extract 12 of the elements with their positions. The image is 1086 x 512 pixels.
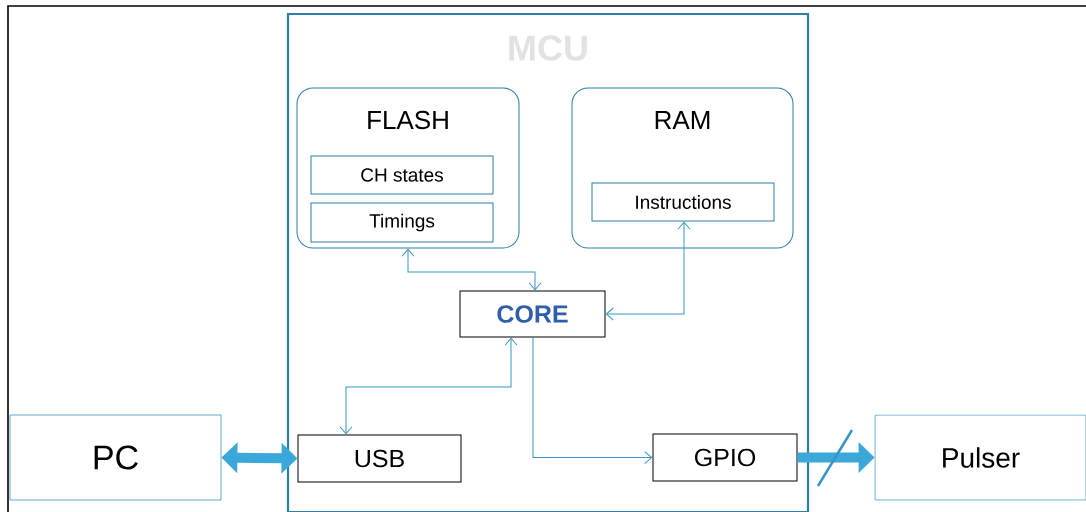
arrow (339, 337, 518, 435)
arrow (401, 248, 542, 291)
interface-box: GPIO (652, 433, 798, 482)
device-box: PC (9, 414, 222, 501)
field-box: Instructions (591, 182, 775, 222)
arrow (532, 337, 653, 464)
interface-box: USB (297, 434, 462, 483)
field-box: CH states (310, 155, 494, 195)
field-box: Timings (310, 202, 494, 243)
arrow (605, 221, 691, 321)
core-box: CORE (459, 290, 606, 338)
device-box: Pulser (874, 414, 1086, 501)
